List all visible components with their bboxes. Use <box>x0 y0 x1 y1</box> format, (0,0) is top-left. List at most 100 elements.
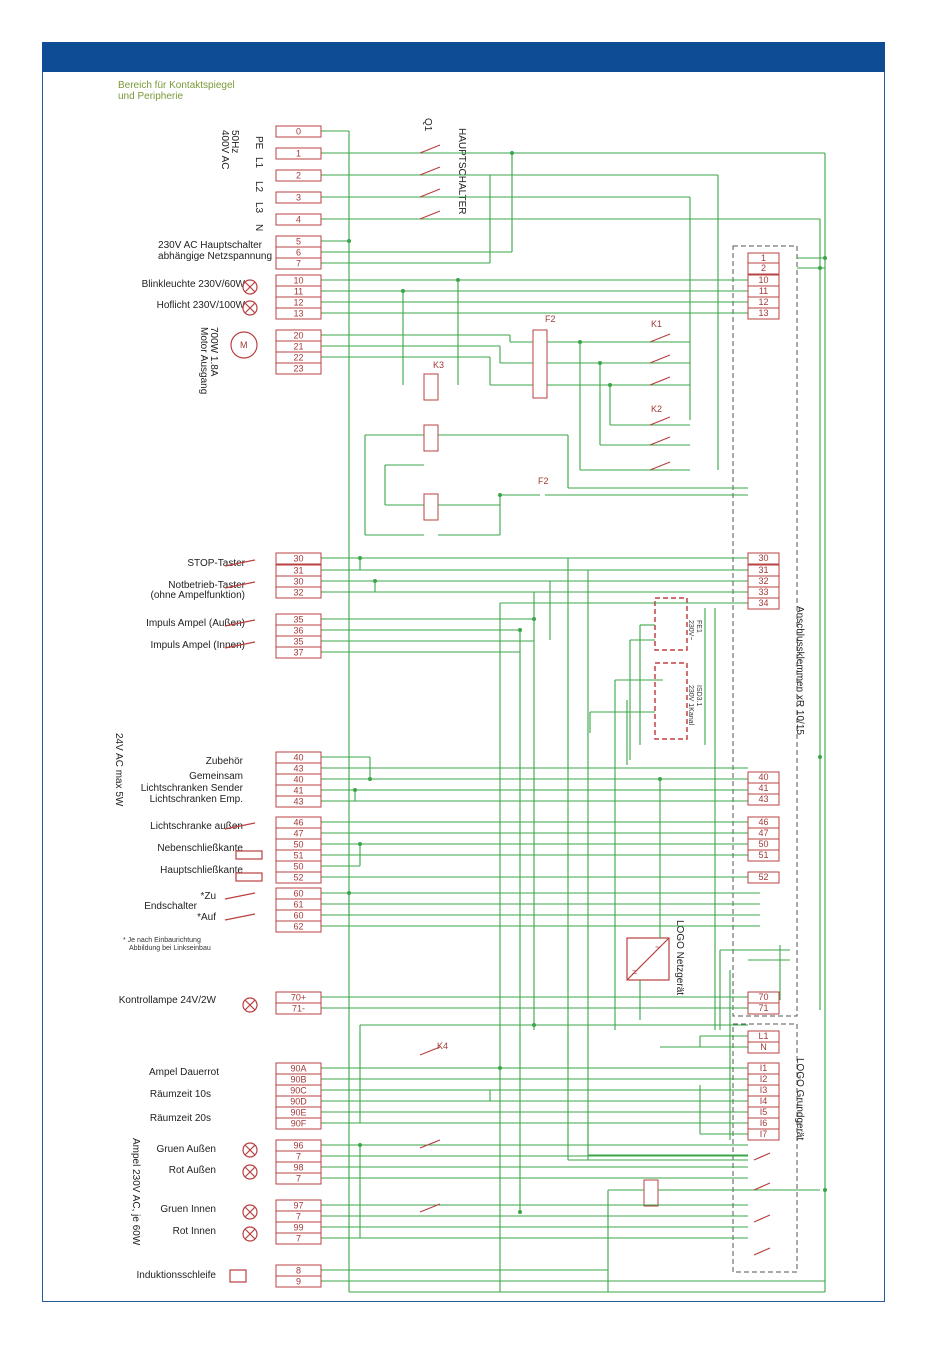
resistor-symbol <box>235 850 263 860</box>
right-terminal-box <box>747 307 780 320</box>
phase-label: N <box>253 224 264 231</box>
induction-loop-symbol <box>229 1269 247 1283</box>
right-terminal-label: 1 <box>761 253 766 263</box>
contactor-contact <box>649 461 671 471</box>
wire-junction <box>518 1210 522 1214</box>
left-terminal-label: 90C <box>290 1086 307 1096</box>
left-terminal-label: 23 <box>293 364 303 374</box>
left-terminal-label: 8 <box>296 1266 301 1276</box>
main-switch-label: HAUPTSCHALTER <box>456 128 467 215</box>
contactor-contact <box>649 376 671 386</box>
left-terminal-label: 99 <box>293 1223 303 1233</box>
switch-contact <box>419 166 441 176</box>
label-ri: Rot Innen <box>173 1226 216 1237</box>
right-terminal-label: 47 <box>758 828 768 838</box>
svg-text:=: = <box>632 967 637 977</box>
left-terminal-box <box>275 169 322 182</box>
contactor-contact <box>649 416 671 426</box>
left-terminal-label: 5 <box>296 237 301 247</box>
fe1-voltage: 230V~ <box>687 620 694 640</box>
motor-spec-label: 700W 1.8A <box>208 327 219 377</box>
lamp-cross <box>244 1166 256 1178</box>
left-terminal-label: 35 <box>293 615 303 625</box>
switch-symbol <box>224 822 256 830</box>
aux-contact <box>419 1139 441 1149</box>
phase-label: L2 <box>253 181 264 193</box>
wire-junction <box>598 361 602 365</box>
left-terminal-label: 21 <box>293 342 303 352</box>
right-terminal-box <box>747 871 780 884</box>
left-terminal-label: 46 <box>293 818 303 828</box>
right-terminal-label: 2 <box>761 263 766 273</box>
right-terminal-label: 31 <box>758 565 768 575</box>
left-terminal-box <box>275 1002 322 1015</box>
left-terminal-label: 30 <box>293 577 303 587</box>
left-terminal-box <box>275 552 322 565</box>
lamp-symbol <box>242 1142 258 1158</box>
phase-label: PE <box>253 136 264 150</box>
left-terminal-box <box>275 213 322 226</box>
wire-junction <box>608 383 612 387</box>
contactor-contact <box>649 333 671 343</box>
right-terminal-label: I6 <box>760 1118 768 1128</box>
right-terminal-label: 43 <box>758 794 768 804</box>
logo-output-contact <box>753 1152 771 1161</box>
right-terminal-label: 13 <box>758 308 768 318</box>
label-hs1: 230V AC Hauptschalter <box>158 240 263 251</box>
logo-psu-symbol <box>626 937 670 981</box>
left-terminal-label: 6 <box>296 248 301 258</box>
wire-junction <box>498 1066 502 1070</box>
phase-label: L3 <box>253 202 264 214</box>
logo-output-contact <box>753 1247 771 1256</box>
left-terminal-label: 90B <box>290 1075 306 1085</box>
left-terminal-label: 47 <box>293 829 303 839</box>
k1-coil <box>423 424 439 452</box>
wire-junction <box>578 340 582 344</box>
left-terminal-box <box>275 795 322 808</box>
left-terminal-label: 52 <box>293 873 303 883</box>
right-terminal-box <box>747 1041 780 1054</box>
wire-junction <box>368 777 372 781</box>
wire-junction <box>658 777 662 781</box>
wire-junction <box>510 151 514 155</box>
right-terminal-label: 12 <box>758 297 768 307</box>
f2b-label: F2 <box>538 476 549 486</box>
left-terminal-label: 3 <box>296 193 301 203</box>
left-terminal-label: 20 <box>293 331 303 341</box>
lamp-cross <box>244 1206 256 1218</box>
switch-symbol <box>224 913 256 921</box>
label-zub: Zubehör <box>206 756 244 767</box>
left-terminal-label: 36 <box>293 626 303 636</box>
left-terminal-label: 9 <box>296 1277 301 1287</box>
label-ls_s: Lichtschranken Sender <box>141 783 244 794</box>
switch-contact <box>419 188 441 198</box>
ctrl-power-label: 24V AC max 5W <box>113 733 124 807</box>
fe1-relay-box <box>654 597 688 651</box>
right-terminal-label: 50 <box>758 839 768 849</box>
label-ra: Rot Außen <box>169 1165 216 1176</box>
left-terminal-box <box>275 1275 322 1288</box>
left-terminal-box <box>275 257 322 270</box>
right-terminal-box <box>747 552 780 565</box>
left-terminal-label: 40 <box>293 775 303 785</box>
logo-psu-label: LOGO Netzgerät <box>674 920 685 995</box>
left-terminal-label: 1 <box>296 149 301 159</box>
right-terminal-label: 46 <box>758 817 768 827</box>
left-terminal-label: 90D <box>290 1097 307 1107</box>
label-nsk: Nebenschließkante <box>157 843 243 854</box>
xr-terminal-module <box>732 245 798 1017</box>
right-terminal-label: L1 <box>758 1031 768 1041</box>
left-terminal-label: 51 <box>293 851 303 861</box>
left-terminal-box <box>275 1172 322 1185</box>
left-terminal-strip: 0123456710111213202122233031303235363537… <box>275 125 322 1288</box>
left-terminal-box <box>275 147 322 160</box>
wire-junction <box>456 278 460 282</box>
switch-contact <box>419 210 441 220</box>
right-terminal-strip: 1210111213303132333440414346475051527071… <box>747 252 780 1141</box>
left-terminal-label: 43 <box>293 797 303 807</box>
left-terminal-box <box>275 362 322 375</box>
label-ind: Induktionsschleife <box>137 1270 217 1281</box>
f2-overload <box>532 329 548 399</box>
left-terminal-label: 7 <box>296 1234 301 1244</box>
